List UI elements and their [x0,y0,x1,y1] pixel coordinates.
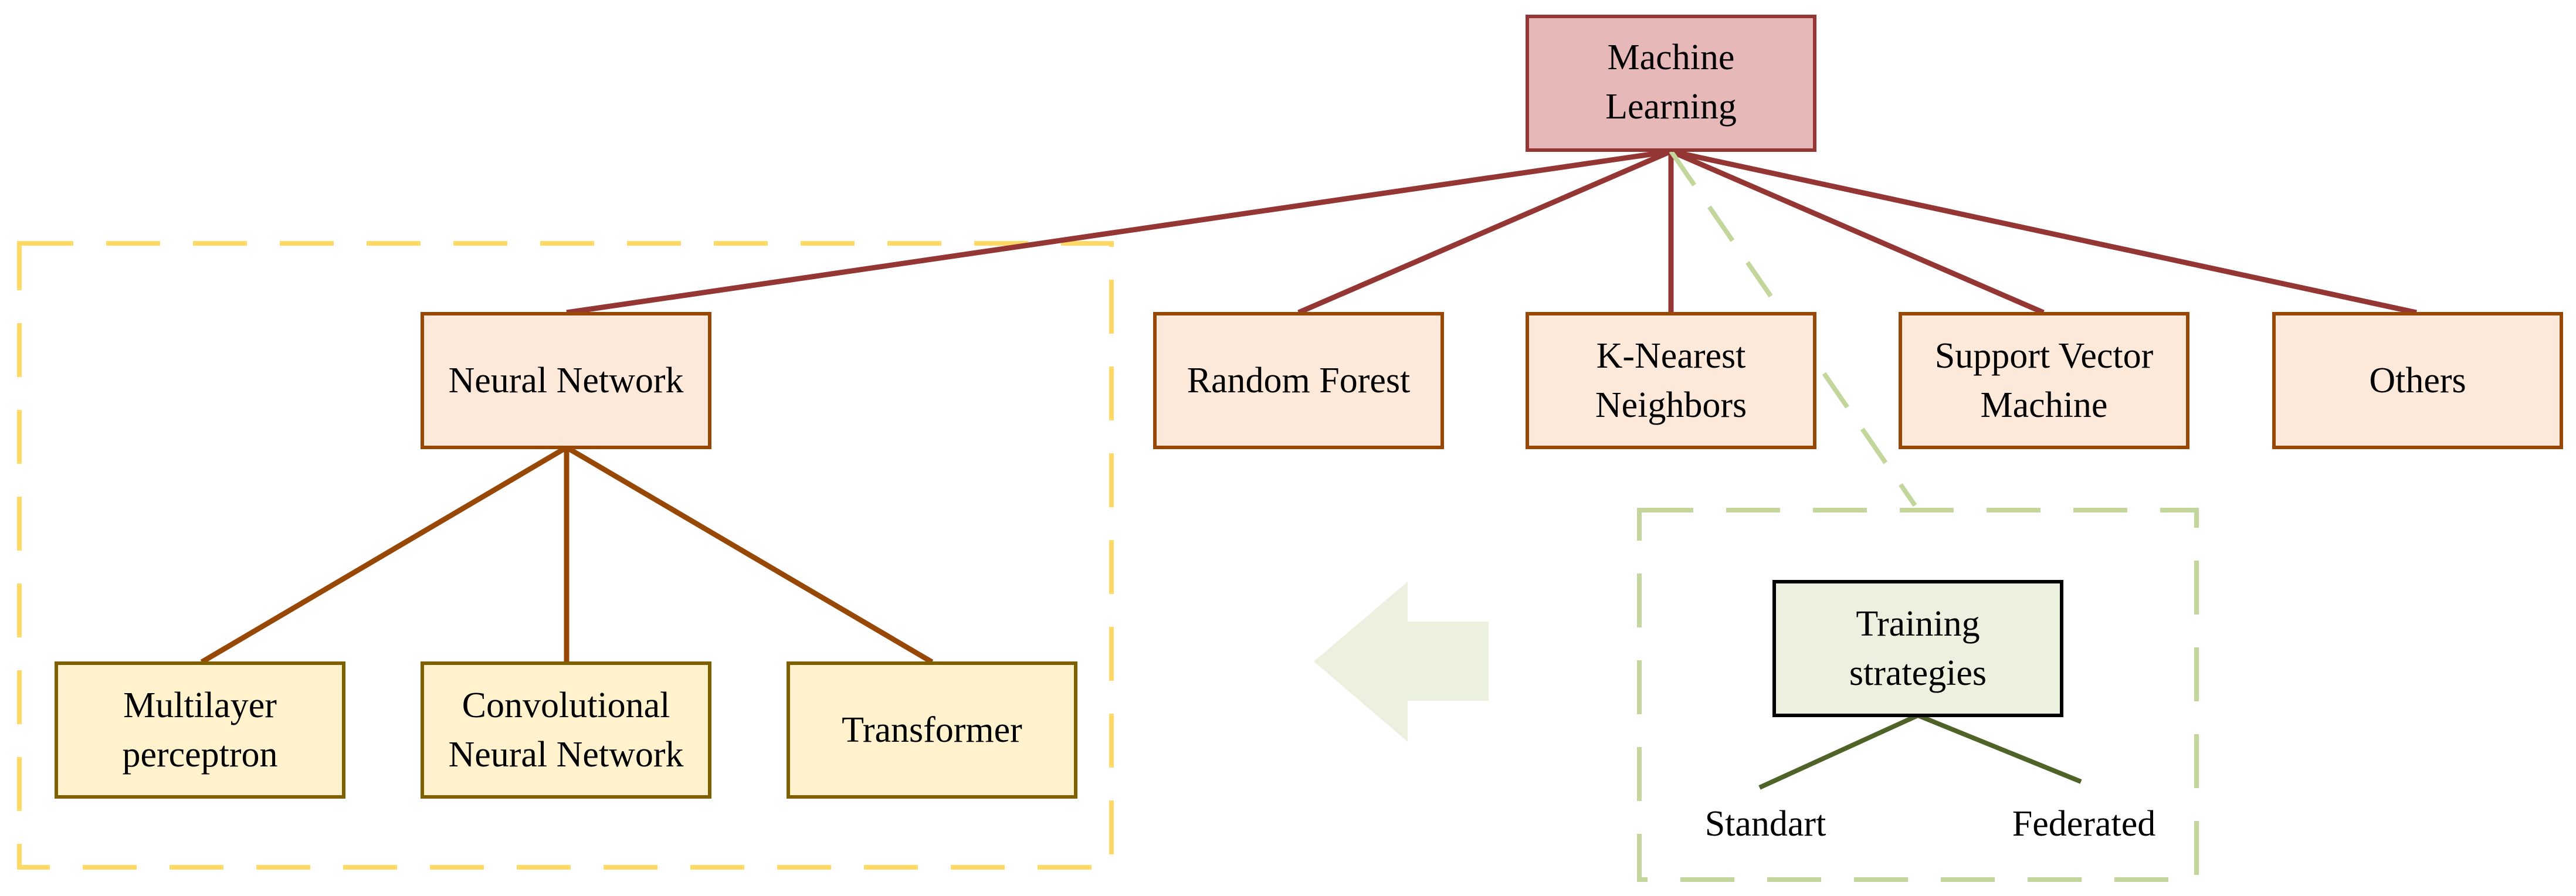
arrow-training-to-standard [1758,713,1919,790]
svm-node: Support Vector Machine [1899,312,2189,449]
arrow-training-to-federated [1917,713,2082,784]
neural-network-label: Neural Network [448,361,683,401]
neural-network-group-frame [17,241,1114,870]
random-forest-node: Random Forest [1153,312,1444,449]
training-strategies-label-line2: strategies [1849,653,1987,693]
knn-label-line1: K-Nearest [1597,336,1746,376]
left-arrow-icon [1314,582,1489,742]
random-forest-label: Random Forest [1187,361,1411,401]
arrow-ml-to-random-forest [1297,148,1672,315]
machine-learning-label-line1: Machine [1608,38,1735,77]
transformer-node: Transformer [787,661,1077,799]
cnn-label-line2: Neural Network [448,735,683,775]
others-label: Others [2369,361,2466,401]
cnn-label-line1: Convolutional [462,685,670,725]
training-strategies-group-frame [1637,508,2199,882]
mlp-label-line1: Multilayer [123,685,277,725]
arrow-nn-to-mlp [200,445,568,664]
svm-label-line2: Machine [1981,385,2108,425]
machine-learning-label-line2: Learning [1605,87,1737,127]
svm-label-line1: Support Vector [1935,336,2154,376]
arrow-ml-to-neural-network [566,148,1672,315]
arrow-nn-to-transformer [565,445,934,664]
training-strategies-label-line1: Training [1856,604,1980,644]
arrow-ml-to-svm [1670,148,2045,315]
others-node: Others [2272,312,2563,449]
training-strategies-node: Training strategies [1772,580,2063,717]
transformer-label: Transformer [842,710,1022,750]
federated-strategy-label: Federated [2012,804,2155,844]
training-arrows [1758,713,2082,790]
ml-arrows [566,148,2417,315]
mlp-label-line2: perceptron [122,735,277,775]
neural-network-node: Neural Network [421,312,711,449]
cnn-node: Convolutional Neural Network [421,661,711,799]
knn-node: K-Nearest Neighbors [1526,312,1816,449]
machine-learning-node: Machine Learning [1526,15,1816,152]
nn-arrows [200,445,934,664]
arrow-ml-to-others [1670,148,2417,315]
knn-label-line2: Neighbors [1595,385,1747,425]
standard-strategy-label: Standart [1705,804,1826,844]
mlp-node: Multilayer perceptron [55,661,345,799]
